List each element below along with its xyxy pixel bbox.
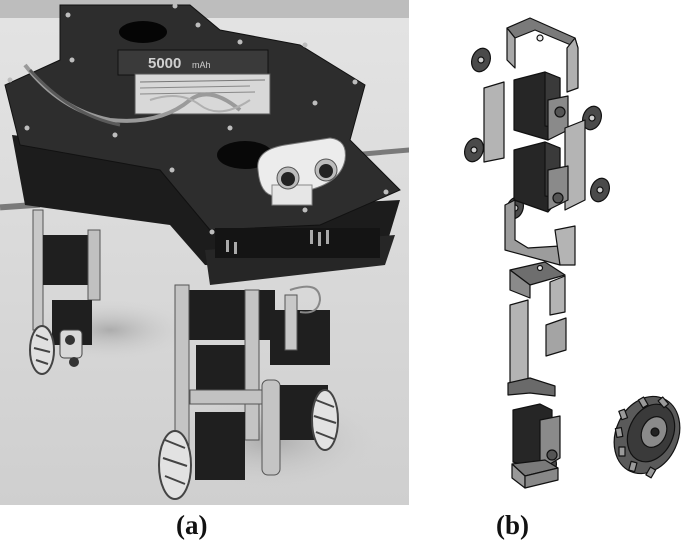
chassis: 5000 mAh bbox=[4, 3, 401, 285]
rear-left-leg bbox=[29, 209, 101, 375]
cross-brackets bbox=[504, 199, 576, 316]
servo-upper bbox=[513, 71, 569, 141]
panel-b-label: (b) bbox=[496, 510, 529, 540]
robot-photo: 5000 mAh bbox=[0, 0, 409, 505]
servo-bottom bbox=[511, 403, 561, 489]
ultrasonic-sensor bbox=[257, 137, 346, 206]
small-plate bbox=[545, 317, 567, 357]
servo-middle bbox=[513, 141, 569, 213]
bottom-bracket bbox=[507, 377, 556, 397]
side-plate-left bbox=[483, 81, 505, 163]
mecanum-wheel bbox=[613, 395, 681, 479]
front-legs bbox=[158, 284, 339, 500]
exploded-leg-assembly bbox=[463, 17, 681, 489]
long-plate bbox=[509, 299, 529, 386]
top-u-bracket bbox=[506, 17, 579, 93]
robot-photo-illustration: 5000 mAh bbox=[0, 0, 409, 505]
panel-a-label: (a) bbox=[176, 510, 208, 540]
exploded-cad-view bbox=[440, 0, 685, 505]
chassis-hole bbox=[119, 21, 167, 43]
svg-text:mAh: mAh bbox=[192, 60, 211, 70]
battery-label: 5000 bbox=[148, 55, 181, 72]
battery-pack bbox=[117, 49, 269, 76]
